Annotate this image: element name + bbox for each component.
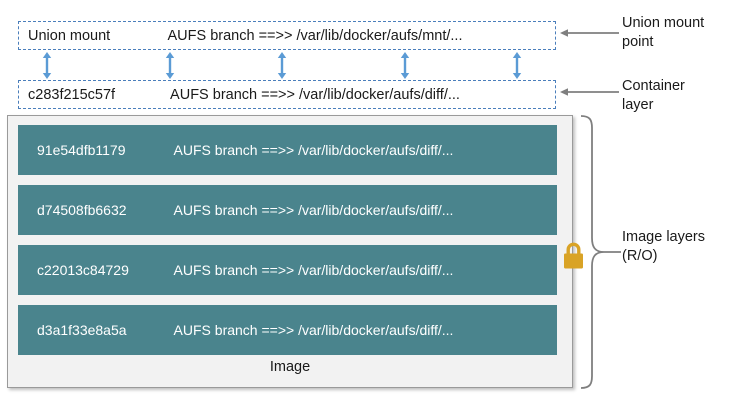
union-mount-callout-label: Union mount point bbox=[622, 15, 705, 50]
image-layer-branch-label: AUFS branch ==>> /var/lib/docker/aufs/di… bbox=[173, 202, 454, 218]
image-layer-id-label: c22013c84729 bbox=[37, 262, 129, 278]
union-mount-id-label: Union mount bbox=[28, 27, 111, 44]
container-layer-callout-label: Container layer bbox=[622, 78, 685, 113]
double-arrow-vertical-icon bbox=[42, 52, 52, 79]
union-mount-branch-label: AUFS branch ==>> /var/lib/docker/aufs/mn… bbox=[167, 27, 463, 44]
image-layer-branch-label: AUFS branch ==>> /var/lib/docker/aufs/di… bbox=[173, 262, 454, 278]
container-layer-branch-label: AUFS branch ==>> /var/lib/docker/aufs/di… bbox=[170, 86, 460, 103]
image-layer-branch-label: AUFS branch ==>> /var/lib/docker/aufs/di… bbox=[173, 322, 454, 338]
double-arrow-vertical-icon bbox=[400, 52, 410, 79]
container-layer-callout-arrow bbox=[560, 88, 619, 96]
lock-icon bbox=[564, 242, 583, 269]
image-layer-row: 91e54dfb1179 AUFS branch ==>> /var/lib/d… bbox=[18, 125, 557, 175]
image-layer-id-label: d3a1f33e8a5a bbox=[37, 322, 127, 338]
image-layer-row: d74508fb6632 AUFS branch ==>> /var/lib/d… bbox=[18, 185, 557, 235]
image-caption-label: Image bbox=[269, 359, 311, 375]
double-arrow-vertical-icon bbox=[512, 52, 522, 79]
image-layer-id-label: d74508fb6632 bbox=[37, 202, 127, 218]
container-layer-id-label: c283f215c57f bbox=[28, 86, 116, 103]
image-layer-row: d3a1f33e8a5a AUFS branch ==>> /var/lib/d… bbox=[18, 305, 557, 355]
image-layer-id-label: 91e54dfb1179 bbox=[37, 142, 126, 158]
double-arrow-vertical-icon bbox=[277, 52, 287, 79]
container-layer-box: c283f215c57f AUFS branch ==>> /var/lib/d… bbox=[18, 80, 556, 109]
union-mount-box: Union mount AUFS branch ==>> /var/lib/do… bbox=[18, 21, 556, 50]
union-mount-callout-arrow bbox=[560, 29, 619, 37]
image-container: 91e54dfb1179 AUFS branch ==>> /var/lib/d… bbox=[7, 115, 573, 388]
image-layers-callout-label: Image layers (R/O) bbox=[622, 229, 706, 264]
image-layer-branch-label: AUFS branch ==>> /var/lib/docker/aufs/di… bbox=[173, 142, 454, 158]
double-arrow-vertical-icon bbox=[165, 52, 175, 79]
image-layer-row: c22013c84729 AUFS branch ==>> /var/lib/d… bbox=[18, 245, 557, 295]
image-layers-brace bbox=[577, 114, 623, 390]
